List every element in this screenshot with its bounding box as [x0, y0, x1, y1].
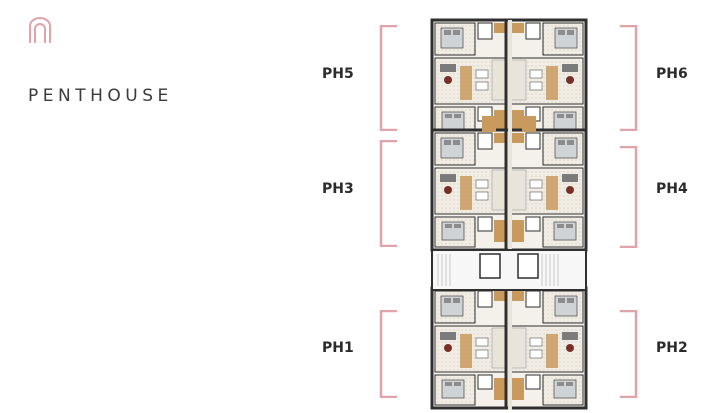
closet-left — [482, 116, 496, 132]
ph3-bracket — [379, 140, 397, 247]
unit-ph5-plan — [430, 18, 514, 142]
arch-doorway-icon — [29, 17, 51, 43]
page-title: PENTHOUSE — [28, 86, 173, 106]
unit-label-ph4[interactable]: PH4 — [656, 181, 688, 197]
brand-logo — [29, 17, 51, 48]
ph6-bracket — [620, 25, 638, 131]
corridor — [508, 20, 512, 410]
unit-label-ph2[interactable]: PH2 — [656, 340, 688, 356]
ph2-bracket — [620, 310, 638, 398]
unit-label-ph5[interactable]: PH5 — [322, 66, 354, 82]
unit-ph1-plan — [430, 286, 514, 410]
unit-ph4-plan — [504, 128, 588, 252]
building-core — [431, 249, 587, 291]
floor-plan — [430, 18, 588, 410]
unit-label-ph3[interactable]: PH3 — [322, 181, 354, 197]
unit-ph2-plan — [504, 286, 588, 410]
unit-ph3-plan — [430, 128, 514, 252]
ph1-bracket — [379, 310, 397, 398]
ph4-bracket — [620, 146, 638, 248]
unit-label-ph1[interactable]: PH1 — [322, 340, 354, 356]
ph5-bracket — [379, 25, 397, 131]
closet-right — [522, 116, 536, 132]
unit-label-ph6[interactable]: PH6 — [656, 66, 688, 82]
unit-ph6-plan — [504, 18, 588, 142]
